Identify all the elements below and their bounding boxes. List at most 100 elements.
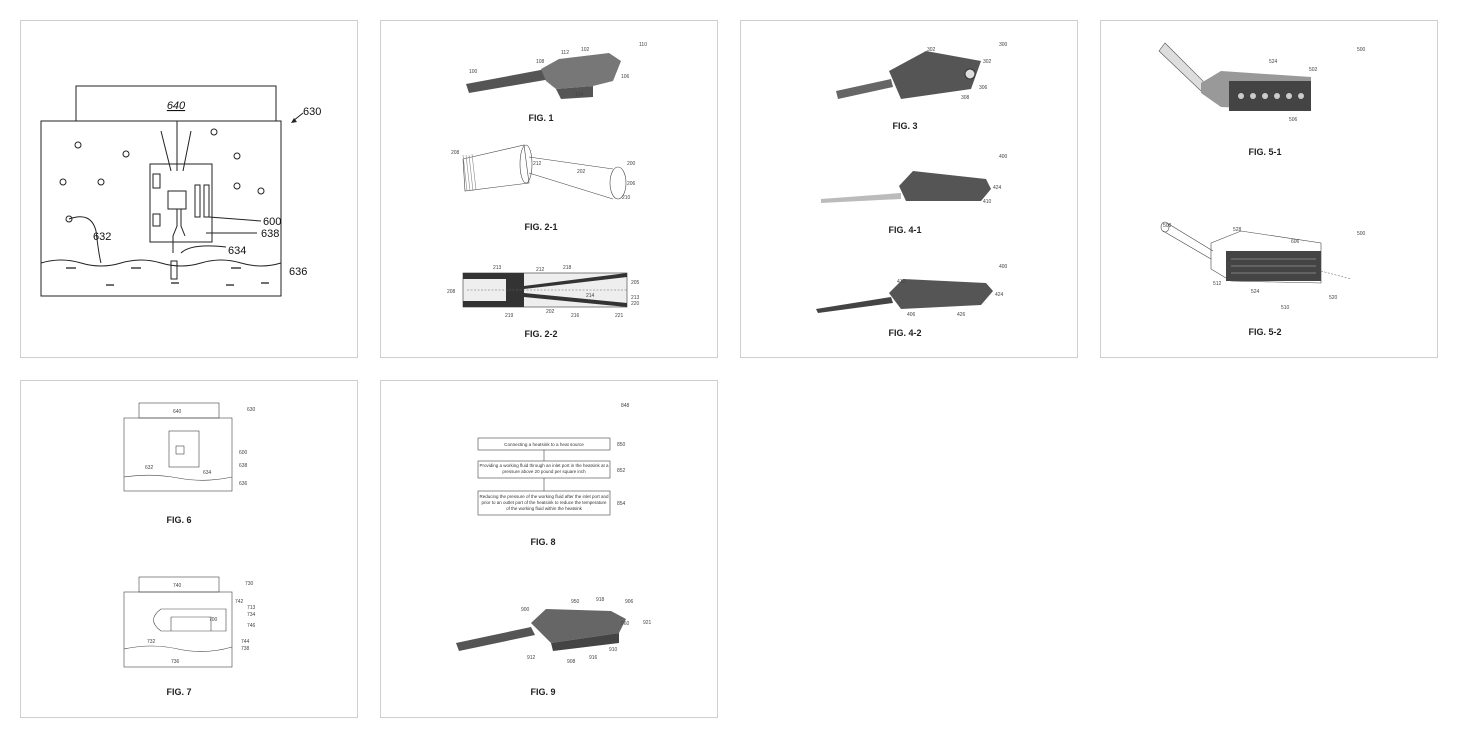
label: 632	[145, 465, 154, 471]
figure-caption: FIG. 2-1	[524, 222, 557, 232]
label: 908	[567, 659, 576, 665]
label: 216	[571, 313, 580, 319]
label: 912	[527, 655, 536, 661]
label: 640	[167, 100, 186, 112]
label: 900	[521, 607, 530, 613]
label: 638	[261, 228, 279, 240]
label: 738	[241, 646, 250, 652]
label: 424	[995, 292, 1004, 298]
label: 950	[571, 599, 580, 605]
figure-caption: FIG. 9	[530, 687, 555, 697]
figure-caption: FIG. 7	[166, 687, 191, 697]
label: 500	[1357, 47, 1366, 53]
figure-caption: FIG. 5-1	[1248, 147, 1281, 157]
label: 634	[203, 470, 212, 476]
label: 848	[621, 403, 630, 409]
label: 524	[1269, 59, 1278, 65]
label: 213	[631, 295, 640, 301]
figure-caption: FIG. 5-2	[1248, 327, 1281, 337]
label: 918	[596, 597, 605, 603]
label: 214	[586, 293, 595, 299]
label: 220	[631, 301, 640, 307]
label: 606	[1291, 239, 1300, 245]
label: 302	[983, 59, 992, 65]
label: 512	[1213, 281, 1222, 287]
label: 744	[241, 639, 250, 645]
label: 302	[927, 47, 936, 53]
label: 102	[581, 47, 590, 53]
label: 205	[631, 280, 640, 286]
figure-tile-fig3-fig4[interactable]: 302 302 306 308 300 FIG. 3 400 424 410 F…	[740, 20, 1078, 358]
label: 520	[1329, 295, 1338, 301]
label: 110	[639, 42, 647, 48]
label: 208	[447, 289, 456, 295]
label: 206	[627, 181, 636, 187]
label: 636	[289, 266, 307, 278]
label: 202	[577, 169, 586, 175]
figure-tile-fig1-fig2[interactable]: 100 108 112 102 106 110 104 FIG. 1 208 2…	[380, 20, 718, 358]
label: 426	[957, 312, 966, 318]
figure-tile-fig6-fig7[interactable]: 640 630 600 638 632 634 636 FIG. 6 740 7…	[20, 380, 358, 718]
label: 960	[621, 621, 630, 627]
label: 740	[173, 583, 182, 589]
label: 410	[983, 199, 992, 205]
label: 746	[247, 623, 256, 629]
label: 106	[621, 74, 630, 80]
label: 108	[536, 59, 545, 65]
label: 213	[493, 265, 502, 271]
label: 636	[239, 481, 248, 487]
label: 500	[1357, 231, 1366, 237]
label: 508	[1163, 223, 1172, 229]
label: 212	[533, 161, 542, 167]
label: 921	[643, 620, 652, 626]
label: 632	[93, 231, 111, 243]
label: 713	[247, 605, 256, 611]
figure-tile-fig5[interactable]: 500 524 502 506 FIG. 5-1 500 508 528 606…	[1100, 20, 1438, 358]
label: 400	[999, 154, 1008, 160]
figure-caption: FIG. 6	[166, 515, 191, 525]
flow-step: Connecting a heatsink to a heat source	[504, 442, 584, 447]
label: 218	[563, 265, 572, 271]
label: 630	[247, 407, 256, 413]
label: 640	[173, 409, 182, 415]
figure-tile-fig6-large[interactable]: 640 630 600 638 634 632 636	[20, 20, 358, 358]
figure-caption: FIG. 3	[892, 121, 917, 131]
label: 502	[1309, 67, 1318, 73]
label: 630	[303, 106, 321, 118]
label: 850	[617, 442, 626, 448]
flow-step: Reducing the pressure of the working flu…	[479, 494, 609, 511]
label: 736	[171, 659, 180, 665]
label: 212	[536, 267, 545, 273]
label: 700	[209, 617, 218, 623]
label: 734	[247, 612, 256, 618]
label: 412	[897, 279, 906, 285]
label: 528	[1233, 227, 1242, 233]
label: 634	[228, 245, 246, 257]
figure-tile-fig8-fig9[interactable]: 848 Connecting a heatsink to a heat sour…	[380, 380, 718, 718]
figure-caption: FIG. 2-2	[524, 329, 557, 339]
label: 100	[469, 69, 478, 75]
figure-caption: FIG. 4-1	[888, 225, 921, 235]
label: 506	[1289, 117, 1298, 123]
figure-caption: FIG. 4-2	[888, 328, 921, 338]
label: 406	[907, 312, 916, 318]
label: 221	[615, 313, 624, 319]
label: 852	[617, 468, 626, 474]
label: 732	[147, 639, 156, 645]
label: 600	[239, 450, 248, 456]
label: 510	[1281, 305, 1290, 311]
label: 104	[575, 92, 584, 98]
label: 200	[627, 161, 636, 167]
label: 854	[617, 501, 626, 507]
label: 424	[993, 185, 1002, 191]
figure-caption: FIG. 8	[530, 537, 555, 547]
label: 300	[999, 42, 1008, 48]
label: 910	[609, 647, 618, 653]
label: 524	[1251, 289, 1260, 295]
label: 202	[546, 309, 555, 315]
label: 638	[239, 463, 248, 469]
flow-step: Providing a working fluid through an inl…	[479, 463, 609, 474]
label: 208	[451, 150, 460, 156]
label: 219	[505, 313, 514, 319]
figure-caption: FIG. 1	[528, 113, 553, 123]
